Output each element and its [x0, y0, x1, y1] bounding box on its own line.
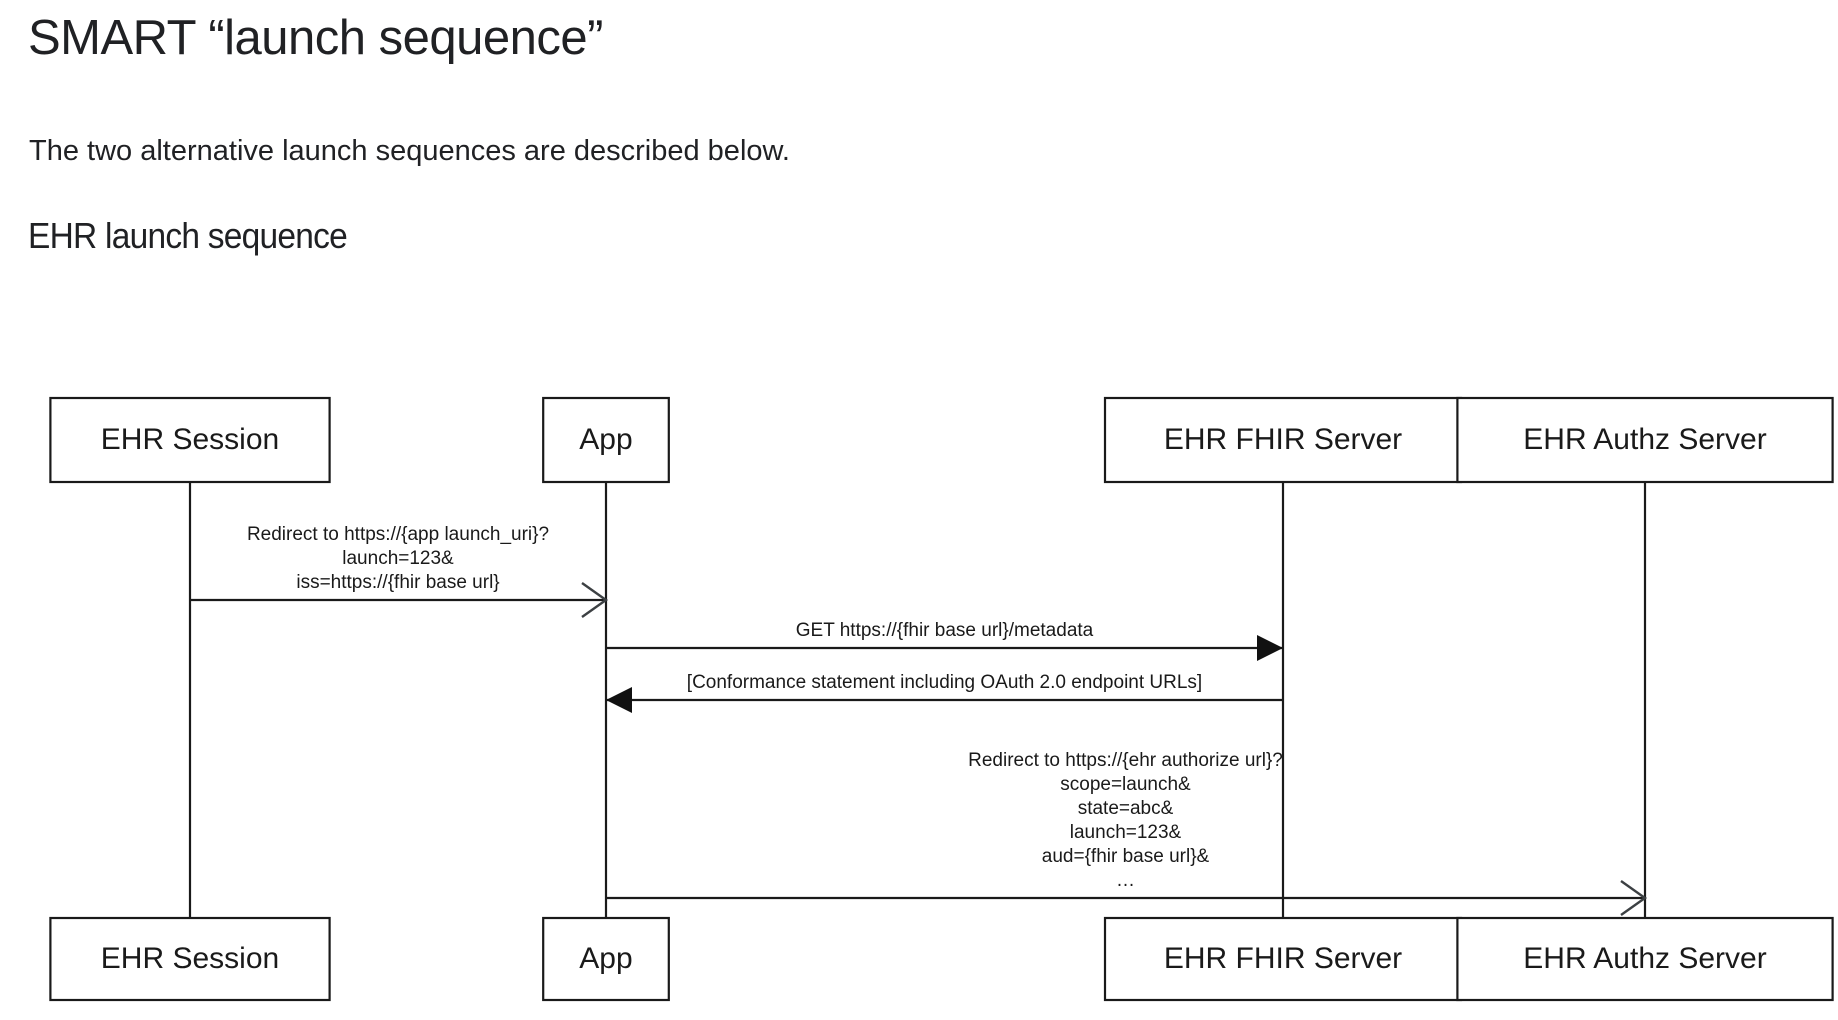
message-label-line: state=abc&	[1078, 798, 1174, 819]
section-heading-ehr-launch-sequence: EHR launch sequence	[28, 215, 348, 256]
participant-box-frame	[1103, 916, 1463, 1002]
participant-box-ehr-session-top: EHR Session	[49, 396, 331, 484]
arrowhead-open	[581, 582, 609, 618]
participant-box-ehr-authz-server-top: EHR Authz Server	[1456, 396, 1834, 484]
participant-box-ehr-fhir-server-bottom: EHR FHIR Server	[1103, 916, 1463, 1002]
message-label-line: launch=123&	[342, 548, 454, 569]
message-label-line: scope=launch&	[1060, 774, 1191, 795]
arrowhead-solid	[1257, 635, 1283, 661]
message-label-line: Redirect to https://{app launch_uri}?	[247, 524, 549, 545]
participant-label: EHR FHIR Server	[1164, 942, 1402, 975]
participant-label: EHR Session	[101, 423, 279, 456]
participant-label: EHR Authz Server	[1523, 423, 1766, 456]
participant-box-frame	[542, 396, 670, 484]
participant-label: App	[579, 423, 632, 456]
participant-label: EHR Authz Server	[1523, 942, 1766, 975]
participant-label: EHR Session	[101, 942, 279, 975]
message-label-line: iss=https://{fhir base url}	[296, 572, 499, 593]
message-msg-conformance-statement: [Conformance statement including OAuth 2…	[606, 672, 1283, 713]
message-label-line: GET https://{fhir base url}/metadata	[796, 620, 1094, 641]
arrowhead-solid	[606, 687, 632, 713]
messages-layer: Redirect to https://{app launch_uri}?lau…	[190, 524, 1648, 916]
page-title: SMART “launch sequence”	[28, 11, 604, 65]
participant-box-frame	[1456, 916, 1834, 1002]
message-msg-get-metadata: GET https://{fhir base url}/metadata	[606, 620, 1283, 661]
message-msg-redirect-launch-uri: Redirect to https://{app launch_uri}?lau…	[190, 524, 609, 618]
participant-box-frame	[1103, 396, 1463, 484]
participant-box-frame	[49, 916, 331, 1002]
participant-box-ehr-session-bottom: EHR Session	[49, 916, 331, 1002]
intro-paragraph: The two alternative launch sequences are…	[29, 135, 790, 167]
message-label-line: launch=123&	[1070, 822, 1182, 843]
message-label-line: …	[1116, 870, 1135, 891]
participant-box-app-bottom: App	[542, 916, 670, 1002]
participant-box-ehr-authz-server-bottom: EHR Authz Server	[1456, 916, 1834, 1002]
participant-label: EHR FHIR Server	[1164, 423, 1402, 456]
arrowhead-open	[1620, 880, 1648, 916]
participant-box-ehr-fhir-server-top: EHR FHIR Server	[1103, 396, 1463, 484]
participant-box-frame	[49, 396, 331, 484]
participant-box-frame	[542, 916, 670, 1002]
message-msg-redirect-authorize: Redirect to https://{ehr authorize url}?…	[606, 750, 1648, 916]
message-label-line: [Conformance statement including OAuth 2…	[687, 672, 1202, 693]
message-label-line: aud={fhir base url}&	[1042, 846, 1210, 867]
participant-box-app-top: App	[542, 396, 670, 484]
message-label-line: Redirect to https://{ehr authorize url}?	[968, 750, 1283, 771]
participant-box-frame	[1456, 396, 1834, 484]
participant-label: App	[579, 942, 632, 975]
